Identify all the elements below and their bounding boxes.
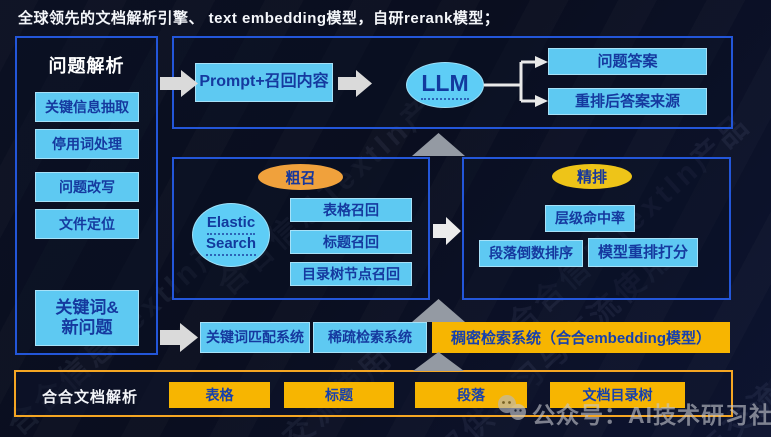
coarse-recall-badge: 粗召 xyxy=(258,164,343,190)
new-question-line: 新问题 xyxy=(61,318,113,337)
table-box: 表格 xyxy=(169,382,270,408)
question-parse-title: 问题解析 xyxy=(48,56,125,76)
question-parse-panel: 问题解析 关键信息抽取 停用词处理 问题改写 文件定位 关键词& 新问题 xyxy=(15,36,158,355)
question-rewrite-box: 问题改写 xyxy=(35,172,139,202)
arrow-keywords-to-retrieval xyxy=(160,323,198,352)
keyword-line: 关键词& xyxy=(55,298,119,318)
llm-node: LLM xyxy=(406,62,484,108)
level-hit-rate-box: 层级命中率 xyxy=(545,205,635,232)
fine-rerank-badge: 精排 xyxy=(552,164,632,189)
heading-box: 标题 xyxy=(284,382,394,408)
key-info-extract-box: 关键信息抽取 xyxy=(35,92,139,122)
doc-toc-tree-box: 文档目录树 xyxy=(550,382,685,408)
elastic-line: Elastic xyxy=(206,214,256,235)
elastic-search-node: Elastic Search xyxy=(192,203,270,267)
answer-box: 问题答案 xyxy=(548,48,707,75)
up-arrow-retrieval-to-middle xyxy=(412,299,465,322)
document-parse-section: 合合文档解析 表格 标题 段落 文档目录树 xyxy=(14,370,733,417)
llm-label: LLM xyxy=(421,70,469,100)
wechat-icon xyxy=(495,394,529,422)
file-locate-box: 文件定位 xyxy=(35,209,139,239)
prompt-recall-box: Prompt+召回内容 xyxy=(195,63,333,102)
model-rerank-score-box: 模型重排打分 xyxy=(588,238,698,267)
stopword-box: 停用词处理 xyxy=(35,129,139,159)
paragraph-reciprocal-rank-box: 段落倒数排序 xyxy=(479,240,583,267)
up-arrow-middle-to-llm xyxy=(412,133,465,156)
document-parse-title: 合合文档解析 xyxy=(42,389,139,406)
keyword-match-system-box: 关键词匹配系统 xyxy=(200,322,310,353)
wechat-watermark-label: 公众号：AI技术研习社 xyxy=(532,402,771,428)
reranked-answer-source-box: 重排后答案来源 xyxy=(548,88,707,115)
toc-node-recall-box: 目录树节点召回 xyxy=(290,262,412,286)
sparse-retrieval-system-box: 稀疏检索系统 xyxy=(313,322,427,353)
dense-retrieval-system-box: 稠密检索系统（合合embedding模型） xyxy=(432,322,730,353)
page-title: 全球领先的文档解析引擎、 text embedding模型，自研rerank模型… xyxy=(18,10,500,27)
keyword-new-question-box: 关键词& 新问题 xyxy=(35,290,139,346)
up-arrow-parse-to-retrieval xyxy=(413,352,464,371)
search-line: Search xyxy=(205,235,257,256)
title-recall-box: 标题召回 xyxy=(290,230,412,254)
arrow-recall-to-rerank xyxy=(433,217,461,245)
table-recall-box: 表格召回 xyxy=(290,198,412,222)
